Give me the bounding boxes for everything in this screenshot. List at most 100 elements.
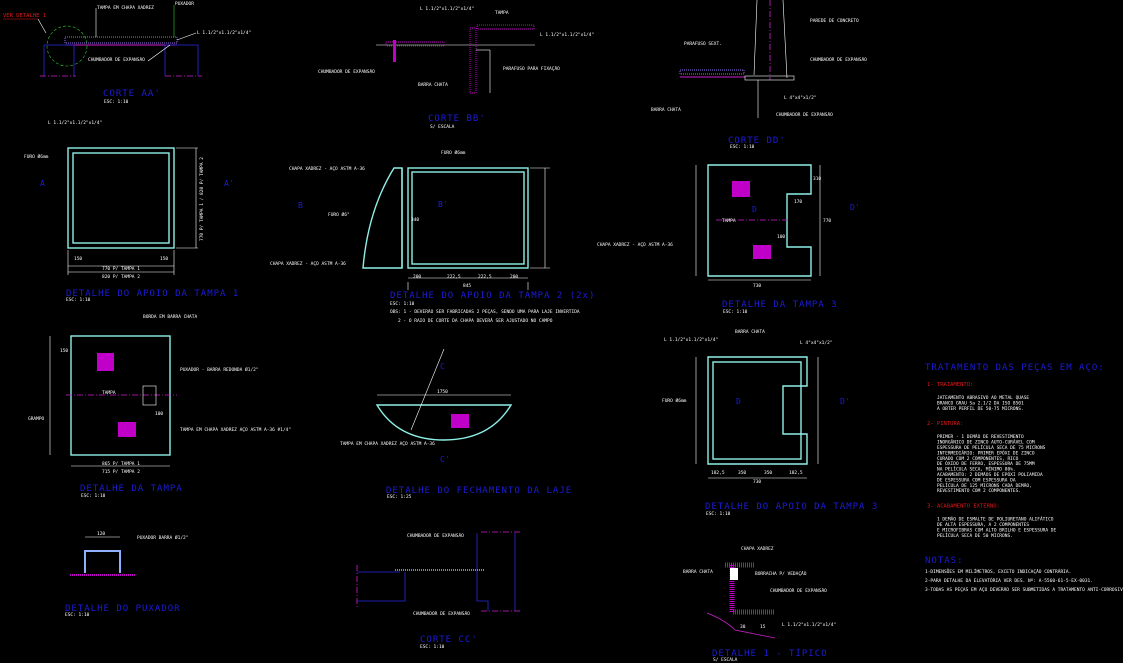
detail-circle [46, 25, 88, 67]
label: L 4"x4"x1/2" [784, 95, 817, 101]
view-fechamento-laje: 1750 C C' TAMPA EM CHAPA XADREZ AÇO ASTM… [340, 348, 571, 500]
label: L 1.1/2"x1.1/2"x1/4" [420, 6, 474, 12]
note-item: 3-TODAS AS PEÇAS EM AÇO DEVERÃO SER SUBM… [925, 586, 1123, 593]
dimension: 30 [740, 624, 746, 630]
label: TAMPA EM CHAPA XADREZ [97, 5, 154, 11]
section-mark: A [40, 179, 45, 188]
treatment-heading: 1- TRATAMENTO: [927, 382, 973, 388]
dimension: 1750 [437, 389, 448, 395]
dimension: 15 [760, 624, 766, 630]
view-corte-dd: PAREDE DE CONCRETO PARAFUSO SEXT. CHUMBA… [651, 0, 867, 150]
section-mark: C [440, 362, 445, 371]
label: FURO Ø6mm [662, 397, 687, 404]
treatment-line: REVESTIMENTO COM 2 COMPONENTES. [937, 488, 1021, 494]
view-corte-bb: L 1.1/2"x1.1/2"x1/4" TAMPA L 1.1/2"x1.1/… [318, 6, 594, 130]
vertical-dimension: 770 P/ TAMPA 1 / 820 P/ TAMPA 2 [199, 157, 205, 241]
section-mark: A' [224, 179, 234, 188]
dimension: 730 [753, 479, 761, 485]
view-scale: ESC: 1:10 [723, 309, 748, 315]
view-scale: ESC: 1:10 [104, 99, 129, 105]
view-title: CORTE BB' [428, 114, 486, 124]
treatment-line: CURADO COM 2 COMPONENTES, RICO [937, 456, 1019, 462]
detail-reference: VER DETALHE 1 [3, 13, 46, 19]
treatment-line: ACABAMENTO: 2 DEMÃOS DE EPÓXI POLIAMIDA [937, 471, 1043, 478]
dimension: 182,5 [711, 470, 725, 476]
view-scale: ESC: 1:10 [65, 612, 90, 618]
dimension: 182,5 [789, 470, 803, 476]
general-notes: NOTAS: 1-DIMENSÕES EM MILÍMETROS, EXCETO… [925, 556, 1123, 593]
label: FURO Ø6mm [441, 149, 466, 156]
dimension: 770 [823, 218, 831, 224]
treatment-line: A OBTER PERFIL DE 50-75 MICRONS. [937, 406, 1024, 412]
section-mark: D' [850, 203, 860, 212]
label: TAMPA [722, 218, 736, 224]
label: TAMPA [102, 390, 116, 396]
dimension: 340 [411, 217, 419, 223]
view-title: DETALHE 1 - TÍPICO [712, 647, 828, 659]
treatment-line: DE ESPESSURA COM ESPESSURA DA [937, 477, 1016, 483]
view-corte-aa: VER DETALHE 1 TAMPA EM CHAPA XADREZ PUXA… [3, 1, 251, 105]
note: OBS: 1 - DEVERÃO SER FABRICADAS 2 PEÇAS,… [390, 308, 580, 315]
view-scale: ESC: 1:10 [420, 644, 445, 650]
dimension: 715 P/ TAMPA 2 [102, 469, 140, 475]
label: L 1.1/2"x1.1/2"x1/4" [782, 622, 836, 628]
treatment-line: PRIMER - 1 DEMÃO DE REVESTIMENTO [937, 433, 1024, 440]
section-mark: C' [440, 455, 450, 464]
section-mark: D [752, 205, 757, 214]
label: PUXADOR - BARRA REDONDA Ø1/2" [180, 366, 259, 373]
label: FURO Ø6mm [24, 153, 49, 160]
view-detalhe-1: CHAPA XADREZ BARRA CHATA BORRACHA P/ VED… [683, 546, 836, 663]
label: TAMPA EM CHAPA XADREZ AÇO ASTM A-36 [340, 441, 435, 447]
label: CHUMBADOR DE EXPANSÃO [776, 111, 833, 118]
view-scale: ESC: 1:10 [706, 511, 731, 517]
label: PAREDE DE CONCRETO [810, 18, 859, 24]
label: PARAFUSO SEXT. [684, 41, 722, 47]
label: CHUMBADOR DE EXPANSÃO [407, 532, 464, 539]
label: L 1.1/2"x1.1/2"x1/4" [540, 32, 594, 38]
label: L 1.1/2"x1.1/2"x1/4" [48, 120, 102, 126]
view-tampa: BORDA EM BARRA CHATA PUXADOR - BARRA RED… [28, 314, 291, 499]
note: 2 - O RAIO DE CORTE DA CHAPA DEVERÁ SER … [398, 317, 553, 324]
label: PUXADOR [175, 1, 194, 7]
label: L 1.1/2"x1.1/2"x1/4" [664, 337, 718, 343]
treatment-line: BRANCO GRAU Sa 2.1/2 DA ISO 8501 [937, 400, 1024, 406]
dimension: 222,5 [447, 274, 461, 280]
label: PARAFUSO PARA FIXAÇÃO [503, 65, 560, 72]
dimension: 222,5 [478, 274, 492, 280]
treatment-title: TRATAMENTO DAS PEÇAS EM AÇO: [925, 363, 1105, 373]
dimension: 150 [74, 256, 82, 262]
view-apoio-tampa-3: L 1.1/2"x1.1/2"x1/4" BARRA CHATA L 4"x4"… [662, 329, 878, 517]
note-item: 2-PARA DETALHE DA ELEVATÓRIA VER DES. Nº… [925, 577, 1093, 584]
treatment-heading: 3- ACABAMENTO EXTERNO: [927, 504, 1000, 510]
dimension: 100 [777, 234, 785, 240]
treatment-line: DE ALTA ESPESSURA, A 2 COMPONENTES [937, 522, 1029, 528]
label: CHUMBADOR DE EXPANSÃO [88, 56, 145, 63]
treatment-line: JATEAMENTO ABRASIVO AO METAL QUASE [937, 395, 1029, 401]
view-scale: ESC: 1:10 [390, 301, 415, 307]
treatment-line: INORGÂNICO DE ZINCO AUTO-CURÁVEL COM [937, 439, 1035, 446]
dimension: 200 [510, 274, 518, 280]
notes-title: NOTAS: [925, 556, 964, 566]
label: CHAPA XADREZ - AÇO ASTM A-36 [270, 261, 346, 267]
view-title: DETALHE DO APOIO DA TAMPA 3 [705, 502, 878, 512]
label: L 4"x4"x1/2" [800, 340, 833, 346]
label: GRAMPO [28, 416, 45, 422]
treatment-line: DE ÓXIDO DE FERRO, ESPESSURA DE 75MM [937, 460, 1035, 467]
dimension: 770 P/ TAMPA 1 [102, 266, 140, 272]
section-mark: B' [438, 200, 448, 209]
dimension: 150 [160, 256, 168, 262]
view-title: DETALHE DA TAMPA 3 [722, 300, 838, 310]
dimension: 100 [155, 411, 163, 417]
view-title: CORTE AA' [103, 89, 161, 99]
label: CHUMBADOR DE EXPANSÃO [810, 56, 867, 63]
view-scale: ESC: 1:10 [730, 144, 755, 150]
view-puxador: 120 PUXADOR BARRA Ø1/2" DETALHE DO PUXAD… [65, 531, 188, 618]
section-mark: B [298, 201, 303, 210]
view-scale: ESC: 1:10 [81, 493, 106, 499]
note-item: 1-DIMENSÕES EM MILÍMETROS, EXCETO INDICA… [925, 567, 1071, 575]
dimension: 310 [813, 176, 821, 182]
dimension: 150 [60, 348, 68, 354]
section-mark: D' [840, 397, 850, 406]
label: CHUMBADOR DE EXPANSÃO [770, 587, 827, 594]
